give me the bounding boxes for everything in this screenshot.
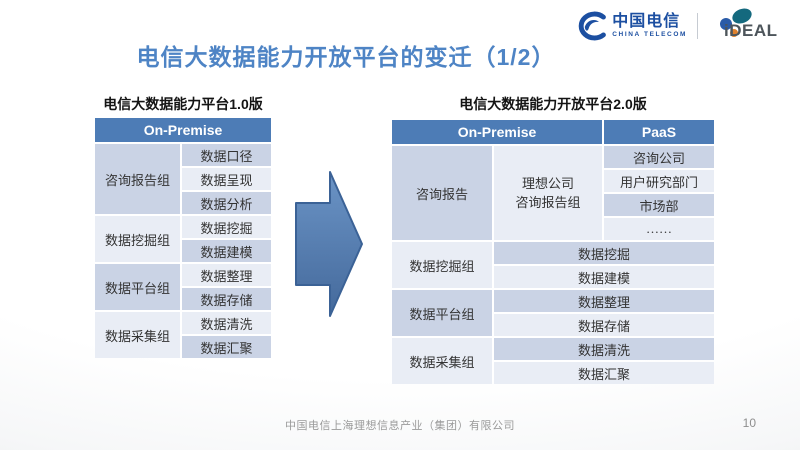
v2-paas-cell: 用户研究部门 [604,170,714,192]
v2-value-cell: 数据挖掘 [494,242,714,264]
v1-value-cell: 数据存储 [182,288,271,310]
china-telecom-symbol-icon [579,11,607,41]
v1-group-cell: 数据平台组 [95,264,180,310]
china-telecom-name-en: CHINA TELECOM [612,30,687,38]
v2-subgroup-line2: 咨询报告组 [515,195,581,210]
v1-value-cell: 数据口径 [182,144,271,166]
v2-header-on-premise: On-Premise [392,120,602,144]
brand-bar: 中国电信 CHINA TELECOM iDEAL [575,7,786,45]
v2-value-cell: 数据整理 [494,290,714,312]
v2-group-cell: 咨询报告 [392,146,492,240]
china-telecom-logo: 中国电信 CHINA TELECOM [575,10,687,42]
v1-column-header: On-Premise [95,118,271,142]
china-telecom-name-cn: 中国电信 [612,12,681,30]
v2-header-paas: PaaS [604,120,714,144]
platform-v2-subtitle: 电信大数据能力开放平台2.0版 [459,96,647,112]
platform-v2-table: On-Premise PaaS 咨询报告 理想公司 咨询报告组 咨询公司 用户研… [390,118,716,386]
platform-v1-subtitle: 电信大数据能力平台1.0版 [103,96,263,112]
v1-value-cell: 数据整理 [182,264,271,286]
v2-value-cell: 数据建模 [494,266,714,288]
v2-subgroup-cell: 理想公司 咨询报告组 [494,146,602,240]
ideal-logo: iDEAL [708,7,786,45]
footer-company: 中国电信上海理想信息产业（集团）有限公司 [285,420,515,432]
v1-value-cell: 数据建模 [182,240,271,262]
v2-value-cell: 数据存储 [494,314,714,336]
ideal-wordmark: iDEAL [724,21,778,40]
v1-value-cell: 数据呈现 [182,168,271,190]
v1-group-cell: 咨询报告组 [95,144,180,214]
transition-arrow-icon [295,171,363,317]
v2-paas-cell: 咨询公司 [604,146,714,168]
v2-paas-cell: 市场部 [604,194,714,216]
v2-value-cell: 数据清洗 [494,338,714,360]
v2-subgroup-line1: 理想公司 [521,175,574,191]
v2-value-cell: 数据汇聚 [494,362,714,384]
page-number: 10 [742,416,756,430]
v1-value-cell: 数据分析 [182,192,271,214]
v1-group-cell: 数据挖掘组 [95,216,180,262]
ideal-dots-icon [720,8,752,37]
v2-group-cell: 数据采集组 [392,338,492,384]
v2-group-cell: 数据挖掘组 [392,242,492,288]
v1-value-cell: 数据清洗 [182,312,271,334]
platform-v1-table: On-Premise 咨询报告组 数据口径 数据呈现 数据分析 数据挖掘组 数据… [93,116,273,360]
v2-paas-cell: …… [604,218,714,240]
v1-group-cell: 数据采集组 [95,312,180,358]
slide-title: 电信大数据能力开放平台的变迁（1/2） [136,44,556,70]
v1-value-cell: 数据汇聚 [182,336,271,358]
v2-group-cell: 数据平台组 [392,290,492,336]
logo-divider [697,13,698,39]
v1-value-cell: 数据挖掘 [182,216,271,238]
